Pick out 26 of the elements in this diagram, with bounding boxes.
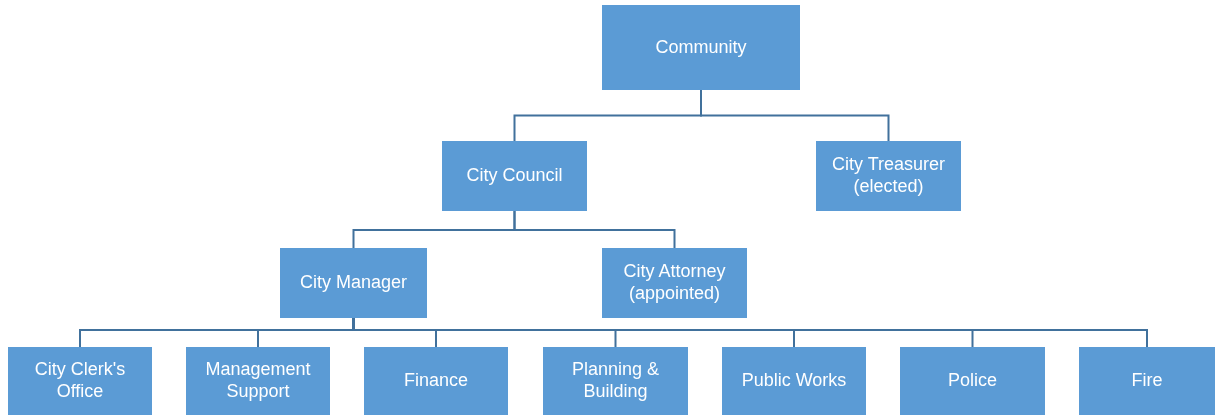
box-label: Police	[948, 370, 997, 392]
org-box	[816, 141, 961, 211]
org-box	[602, 5, 800, 90]
org-box	[280, 248, 427, 318]
connector-line	[700, 89, 890, 142]
org-box	[722, 347, 866, 415]
org-box	[602, 248, 747, 318]
box-label: City Clerk's Office	[33, 359, 127, 403]
box-label: Fire	[1131, 370, 1163, 392]
org-box	[543, 347, 688, 415]
org-box	[900, 347, 1045, 415]
box-label: Management Support	[204, 359, 312, 403]
org-box	[1079, 347, 1215, 415]
org-box	[442, 141, 587, 211]
org-box	[8, 347, 152, 415]
connector-line	[513, 210, 676, 249]
box-label: Finance	[403, 370, 468, 392]
box-label: Planning & Building	[570, 359, 661, 403]
org-box	[364, 347, 508, 415]
box-label: City Council	[466, 165, 563, 187]
box-label: City Manager	[299, 272, 407, 294]
box-label: City Treasurer (elected)	[831, 154, 946, 198]
box-label: City Attorney (appointed)	[622, 261, 727, 305]
box-label: Community	[655, 36, 747, 59]
box-label: Public Works	[741, 370, 847, 392]
org-box	[186, 347, 330, 415]
